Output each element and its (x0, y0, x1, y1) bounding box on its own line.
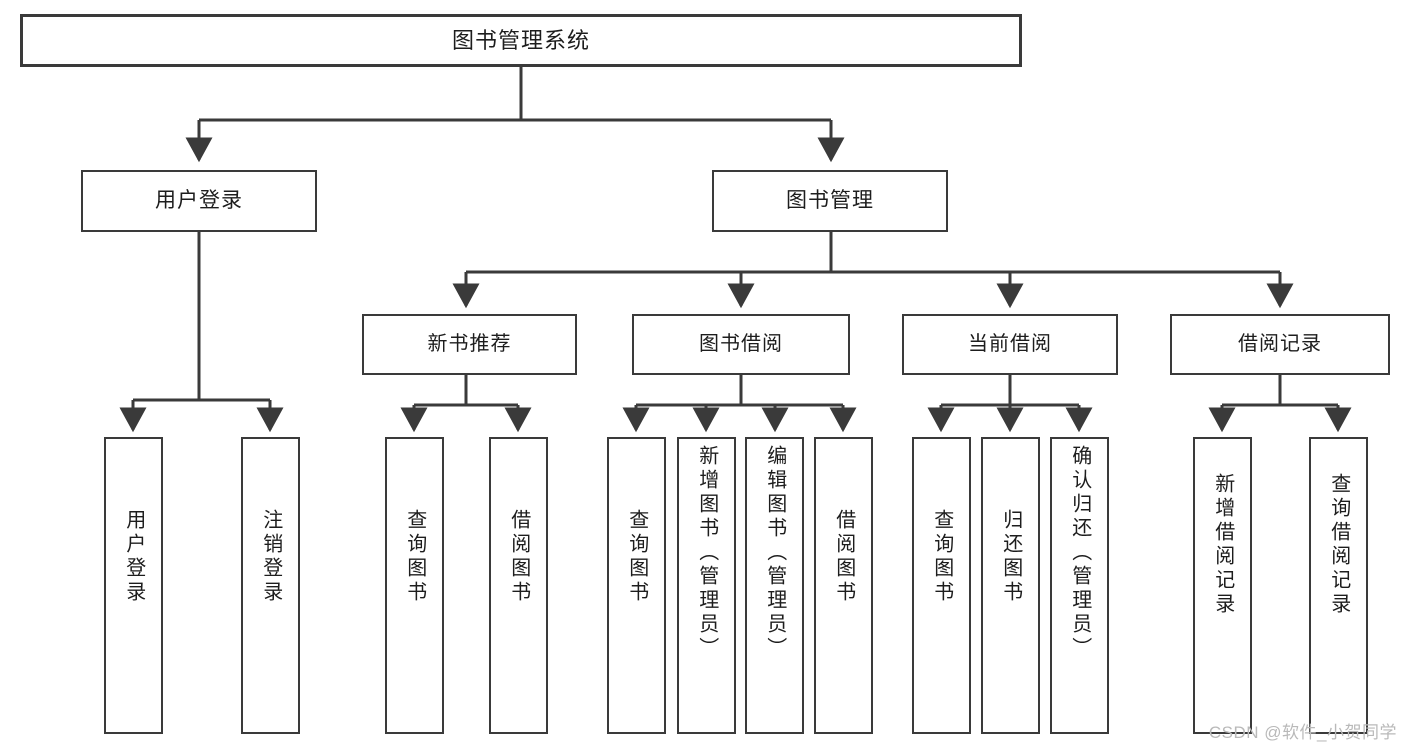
node-root[interactable]: 图书管理系统 (20, 14, 1022, 67)
leaf-return-book[interactable]: 归还图书 (981, 437, 1040, 734)
leaf-query-book-current[interactable]: 查询图书 (912, 437, 971, 734)
leaf-return-book-label: 归还图书 (999, 509, 1022, 605)
leaf-query-book-recommend-label: 查询图书 (403, 509, 426, 605)
leaf-borrow-book[interactable]: 借阅图书 (814, 437, 873, 734)
leaf-query-borrow-record-label: 查询借阅记录 (1327, 473, 1350, 617)
node-root-label: 图书管理系统 (451, 27, 590, 53)
node-book-management[interactable]: 图书管理 (712, 170, 948, 232)
node-borrow-record-label: 借阅记录 (1238, 333, 1322, 355)
node-borrow-record[interactable]: 借阅记录 (1170, 314, 1390, 375)
leaf-query-borrow-record[interactable]: 查询借阅记录 (1309, 437, 1368, 734)
leaf-user-login-label: 用户登录 (122, 509, 145, 605)
node-new-book-recommend-label: 新书推荐 (427, 333, 512, 355)
leaf-query-book-borrow-label: 查询图书 (625, 509, 648, 605)
leaf-user-login[interactable]: 用户登录 (104, 437, 163, 734)
node-current-borrow-label: 当前借阅 (968, 333, 1052, 355)
node-new-book-recommend[interactable]: 新书推荐 (362, 314, 577, 375)
node-book-borrow[interactable]: 图书借阅 (632, 314, 850, 375)
leaf-add-borrow-record-label: 新增借阅记录 (1211, 473, 1234, 617)
leaf-logout[interactable]: 注销登录 (241, 437, 300, 734)
node-user-login-label: 用户登录 (155, 188, 243, 212)
leaf-edit-book-admin[interactable]: 编辑图书（管理员） (745, 437, 804, 734)
leaf-logout-label: 注销登录 (259, 509, 282, 605)
leaf-add-book-admin-label: 新增图书（管理员） (695, 445, 718, 661)
leaf-query-book-recommend[interactable]: 查询图书 (385, 437, 444, 734)
leaf-add-book-admin[interactable]: 新增图书（管理员） (677, 437, 736, 734)
watermark: CSDN @软件_小贺同学 (1208, 723, 1397, 742)
leaf-confirm-return-admin-label: 确认归还（管理员） (1068, 445, 1091, 661)
node-book-borrow-label: 图书借阅 (699, 333, 783, 355)
node-user-login[interactable]: 用户登录 (81, 170, 317, 232)
leaf-query-book-borrow[interactable]: 查询图书 (607, 437, 666, 734)
leaf-add-borrow-record[interactable]: 新增借阅记录 (1193, 437, 1252, 734)
leaf-borrow-book-recommend[interactable]: 借阅图书 (489, 437, 548, 734)
leaf-borrow-book-label: 借阅图书 (832, 509, 855, 605)
leaf-query-book-current-label: 查询图书 (930, 509, 953, 605)
leaf-edit-book-admin-label: 编辑图书（管理员） (763, 445, 786, 661)
node-book-management-label: 图书管理 (786, 188, 874, 212)
leaf-borrow-book-recommend-label: 借阅图书 (507, 509, 530, 605)
leaf-confirm-return-admin[interactable]: 确认归还（管理员） (1050, 437, 1109, 734)
node-current-borrow[interactable]: 当前借阅 (902, 314, 1118, 375)
